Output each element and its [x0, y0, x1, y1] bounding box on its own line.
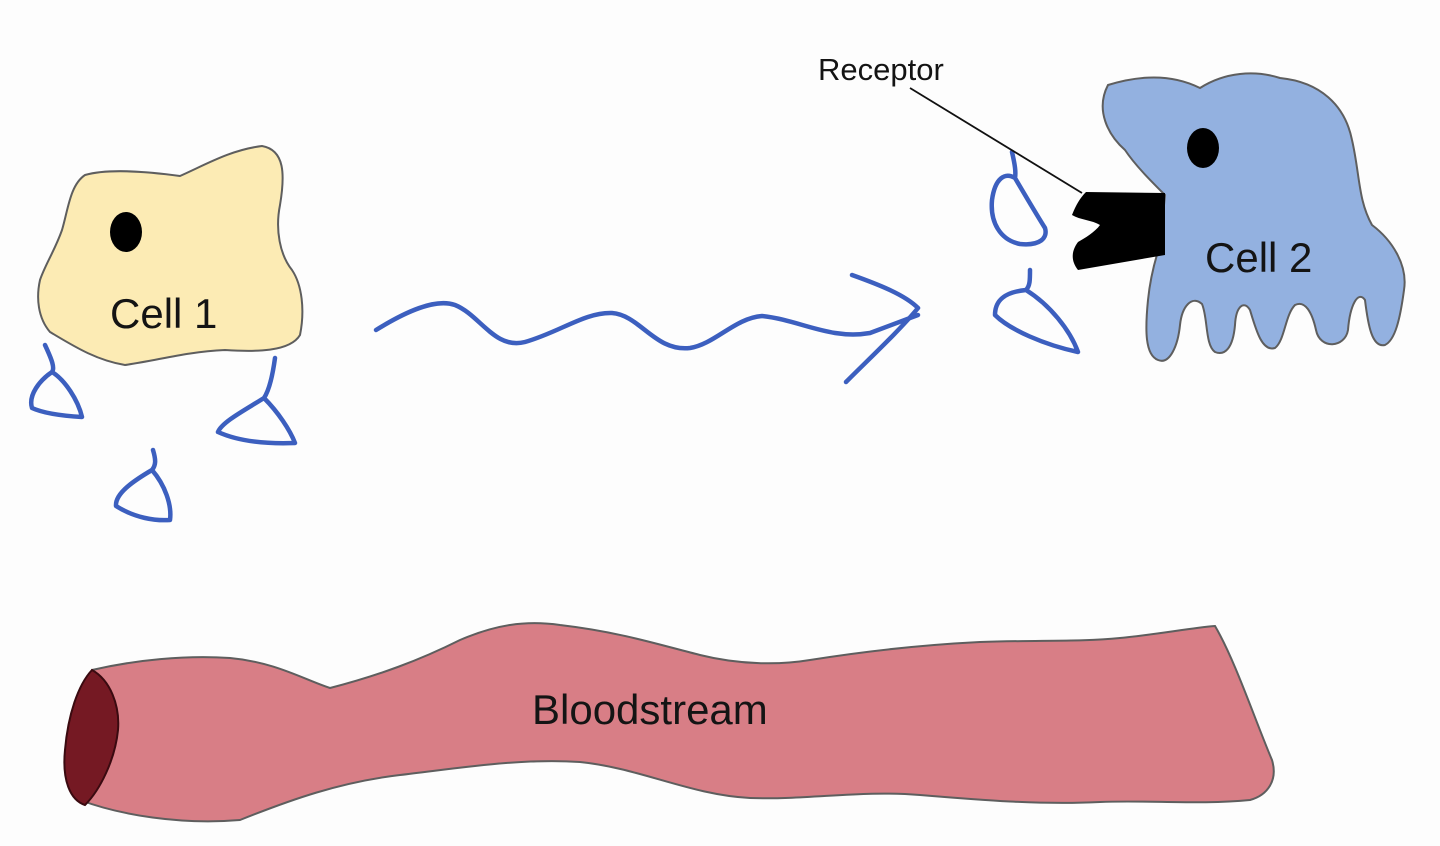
cell-2-nucleus	[1187, 128, 1219, 168]
signal-molecule	[989, 149, 1048, 247]
receptor-label: Receptor	[818, 52, 944, 87]
bloodstream: Bloodstream	[63, 622, 1275, 823]
cell-1-label: Cell 1	[110, 290, 217, 337]
receptor-shape	[1072, 192, 1165, 270]
cell-2-membrane	[1101, 72, 1406, 362]
cell-1-nucleus	[110, 212, 142, 252]
signal-molecules-arriving	[989, 149, 1081, 355]
bloodstream-label: Bloodstream	[532, 686, 768, 733]
signal-molecule	[28, 342, 85, 420]
signal-travel-arrow	[373, 272, 921, 385]
bloodstream-vessel	[78, 622, 1275, 823]
cell-1: Cell 1	[37, 144, 304, 367]
arrow-head	[843, 272, 921, 385]
receptor-pointer-line	[909, 87, 1083, 194]
wavy-arrow-shaft	[373, 300, 921, 351]
cell-2-label: Cell 2	[1205, 234, 1312, 281]
bloodstream-opening	[63, 668, 120, 807]
receptor: Receptor	[818, 52, 1165, 270]
cell-1-membrane	[37, 144, 304, 367]
cell-2: Cell 2	[1101, 72, 1406, 362]
signal-molecule	[992, 267, 1081, 355]
signal-molecules-released	[28, 342, 298, 523]
signal-molecule	[215, 355, 298, 446]
signal-molecule	[113, 447, 173, 523]
